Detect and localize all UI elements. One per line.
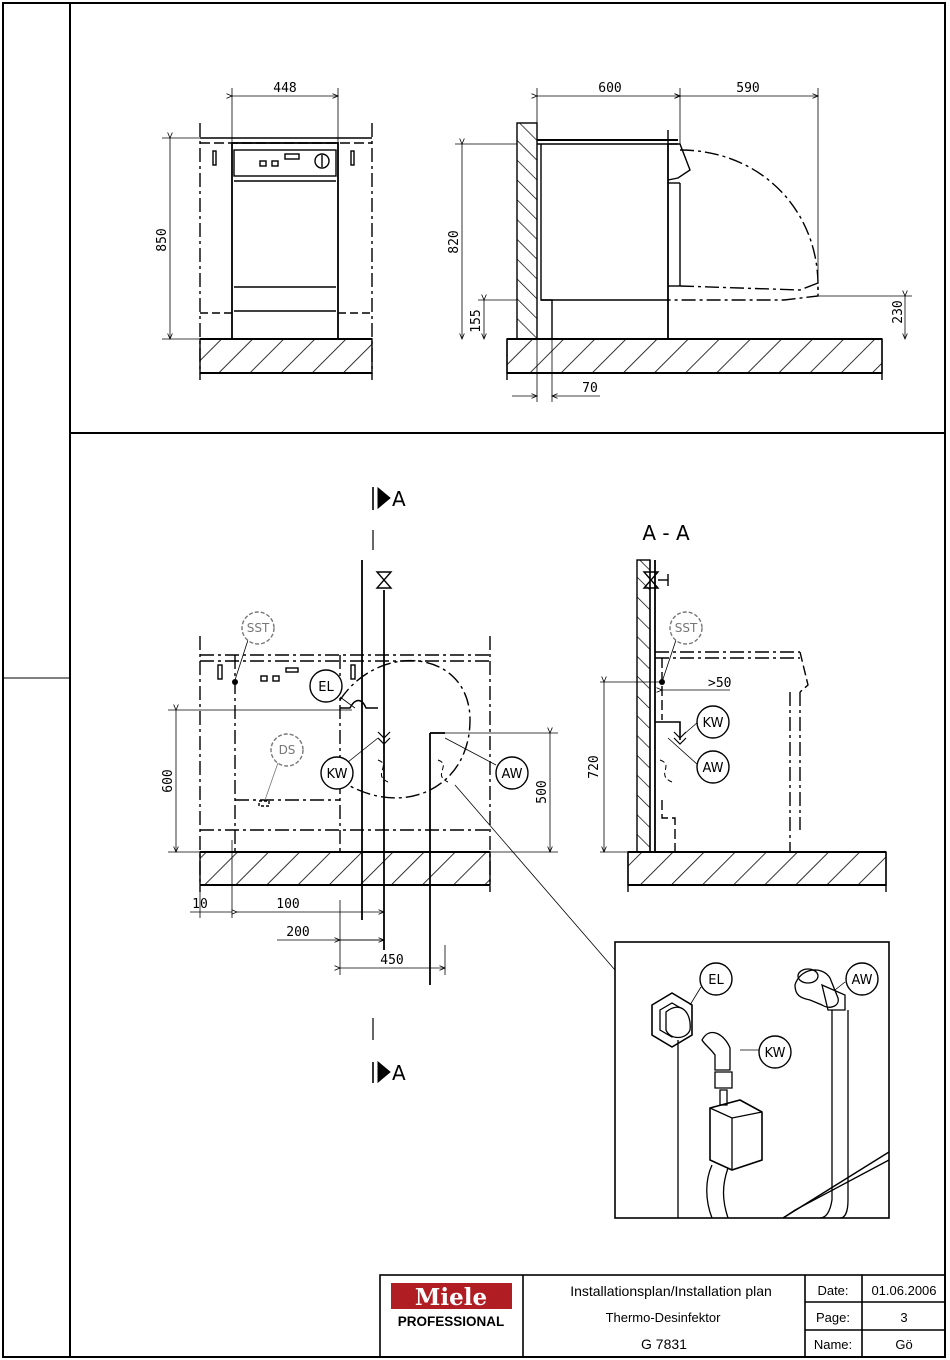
section-marker-bottom-label: A <box>392 1061 406 1085</box>
section-height-720: 720 <box>587 755 602 778</box>
plan-dim-100: 100 <box>276 897 299 912</box>
sst-point <box>232 679 238 685</box>
section-marker-top-label: A <box>392 487 406 511</box>
el-label: EL <box>318 680 334 695</box>
section-marker-top <box>373 487 390 550</box>
section-sst-label: SST <box>675 621 698 635</box>
plan-title: Installationsplan/Installation plan <box>570 1283 772 1299</box>
section-aw-label: AW <box>702 761 723 776</box>
plan-height-500: 500 <box>535 780 550 803</box>
model-number: G 7831 <box>641 1336 687 1352</box>
section-marker-bottom <box>373 1018 390 1083</box>
front-view <box>162 88 372 380</box>
side-height-dim: 820 <box>447 230 462 253</box>
sst-label: SST <box>247 621 270 635</box>
detail-kw-label: KW <box>765 1046 786 1061</box>
plan-dim-450: 450 <box>380 953 403 968</box>
side-door-open-dim: 590 <box>736 81 759 96</box>
ds-label: DS <box>279 743 296 757</box>
side-depth-dim: 600 <box>598 81 621 96</box>
plan-dim-200: 200 <box>286 925 309 940</box>
side-wall-offset-dim: 70 <box>582 381 598 396</box>
plan-view <box>168 560 615 985</box>
plan-subtitle: Thermo-Desinfektor <box>606 1310 722 1325</box>
front-height-dim: 850 <box>155 228 170 251</box>
date-label: Date: <box>817 1283 848 1298</box>
side-plinth-dim: 155 <box>469 309 484 332</box>
front-width-dim: 448 <box>273 81 296 96</box>
plan-dim-10: 10 <box>192 897 208 912</box>
side-view <box>455 88 912 402</box>
miele-logo-text: Miele <box>415 1284 487 1311</box>
kw-label: KW <box>327 767 348 782</box>
section-title: A - A <box>642 521 690 545</box>
brand-subtitle: PROFESSIONAL <box>398 1314 505 1329</box>
aw-label: AW <box>501 767 522 782</box>
section-kw-label: KW <box>703 716 724 731</box>
plan-height-600: 600 <box>161 769 176 792</box>
name-value: Gö <box>895 1337 912 1352</box>
side-door-low-dim: 230 <box>891 300 906 323</box>
page-value: 3 <box>900 1310 907 1325</box>
date-value: 01.06.2006 <box>871 1283 936 1298</box>
section-sst-point <box>659 679 665 685</box>
section-view <box>600 560 886 892</box>
detail-aw-label: AW <box>851 973 872 988</box>
name-label: Name: <box>814 1337 852 1352</box>
page-label: Page: <box>816 1310 850 1325</box>
section-min-dim: >50 <box>708 676 731 691</box>
detail-el-label: EL <box>708 973 724 988</box>
